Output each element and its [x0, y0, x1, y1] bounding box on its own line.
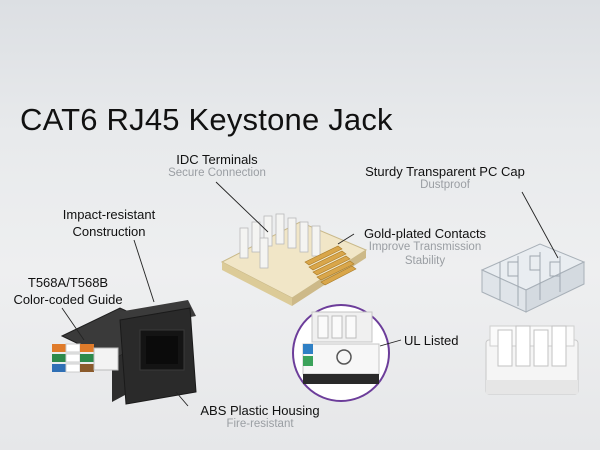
abs-housing-label: ABS Plastic Housing: [200, 403, 320, 418]
t568-label-line2: Color-coded Guide: [13, 292, 123, 307]
t568-label-line1: T568A/T568B: [27, 275, 109, 290]
idc-terminal-block: [220, 213, 368, 306]
idc-terminals-label: IDC Terminals: [176, 152, 258, 167]
color-coded-guide: [52, 343, 119, 373]
gold-contacts-label: Gold-plated Contacts: [363, 226, 487, 241]
idc-terminals-sub: Secure Connection: [168, 167, 266, 179]
gold-contacts: [304, 245, 357, 286]
white-keystone-body: [485, 325, 579, 395]
ul-inset: [292, 304, 390, 402]
ul-listed-label: UL Listed: [404, 333, 459, 348]
gold-contacts-sub-line1: Improve Transmission: [368, 241, 482, 253]
impact-label-line2: Construction: [72, 224, 146, 239]
pc-cap-label: Sturdy Transparent PC Cap: [365, 164, 525, 179]
transparent-pc-cap: [480, 243, 586, 313]
abs-housing-sub: Fire-resistant: [226, 418, 294, 430]
impact-label-line1: Impact-resistant: [62, 207, 156, 222]
black-keystone-jack: [52, 300, 197, 405]
page-title: CAT6 RJ45 Keystone Jack: [20, 102, 393, 137]
pc-cap-sub: Dustproof: [420, 179, 470, 191]
leader-lines: [61, 181, 559, 407]
gold-contacts-sub-line2: Stability: [404, 255, 446, 267]
